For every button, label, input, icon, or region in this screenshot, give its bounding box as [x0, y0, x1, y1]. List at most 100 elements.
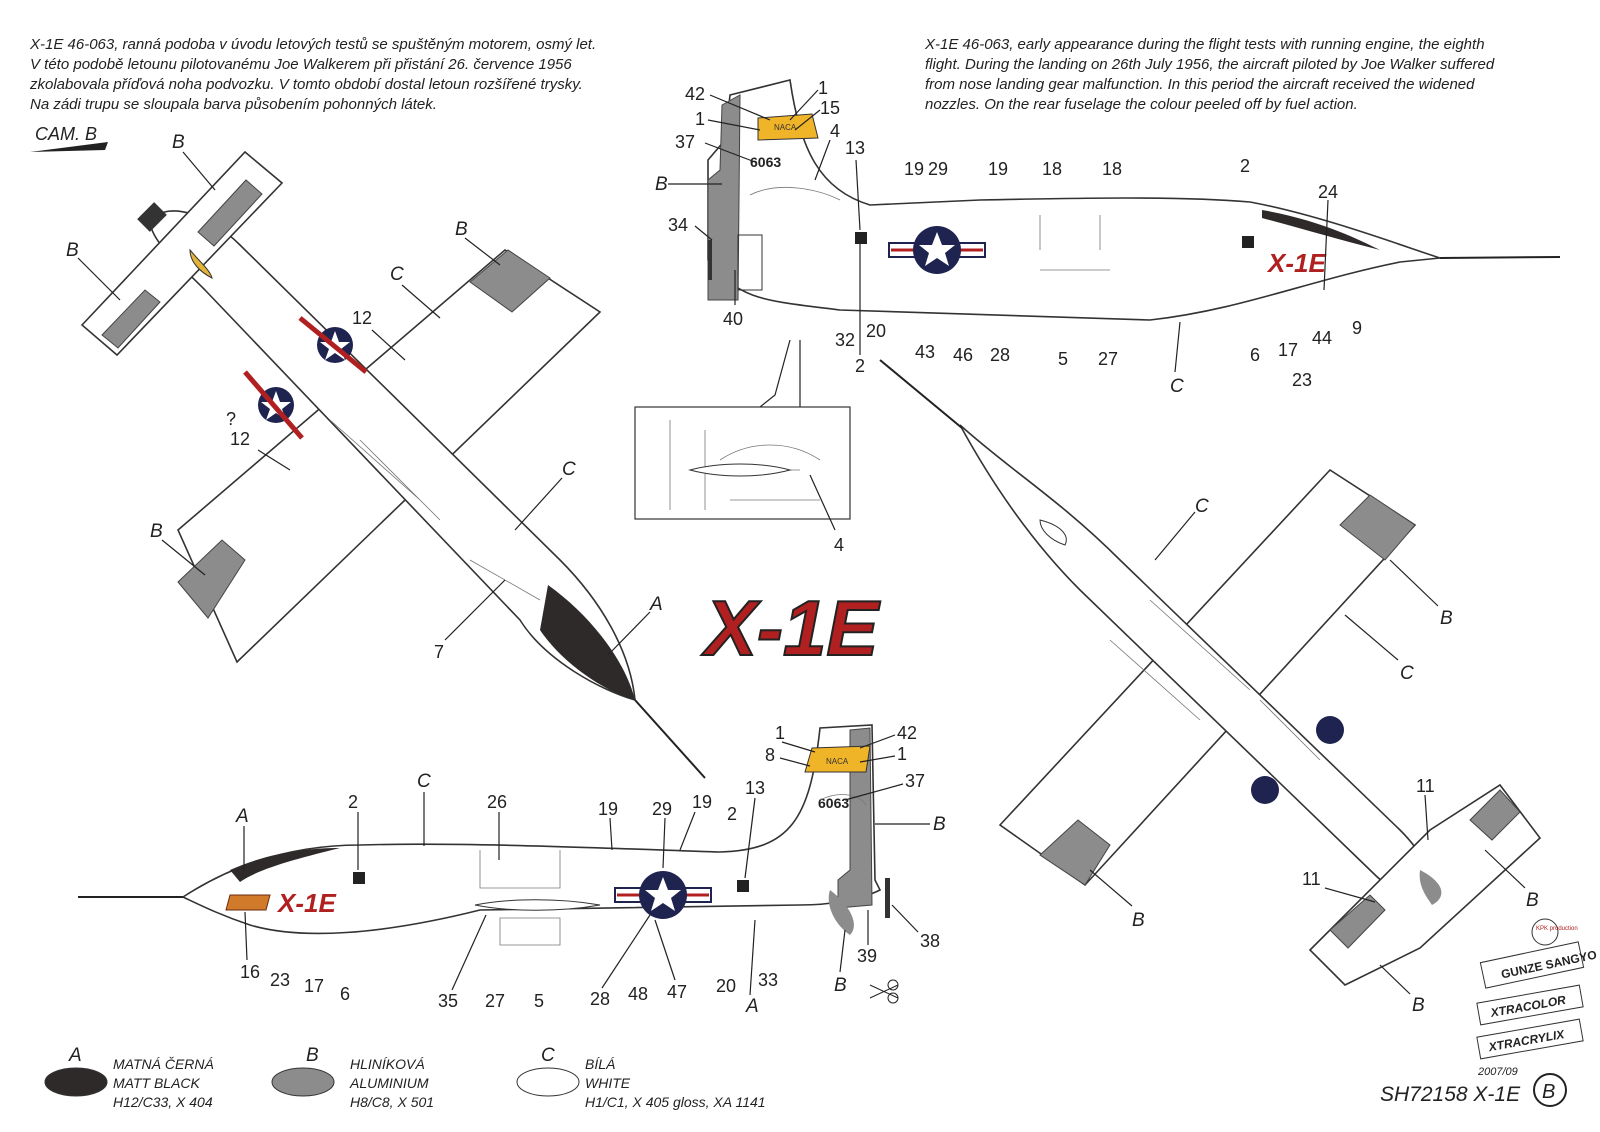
- legend-swatch-white: [516, 1067, 580, 1097]
- leader-line: [704, 142, 756, 163]
- bottom-view-aileron-right: [1339, 494, 1416, 561]
- callout-46: 46: [953, 345, 973, 365]
- legend-paint-codes: H12/C33, X 404: [113, 1094, 213, 1110]
- top-view-nose-black: [540, 585, 635, 700]
- top-view-bar-right: [298, 316, 368, 374]
- callout-27: 27: [485, 991, 505, 1011]
- callout-17: 17: [1278, 340, 1298, 360]
- side-view-right-naca-text: NACA: [826, 757, 849, 766]
- callout-13: 13: [745, 778, 765, 798]
- legend-name-en: WHITE: [585, 1075, 631, 1091]
- colour-letter-b: B: [66, 240, 79, 261]
- legend-paint-codes: H8/C8, X 501: [350, 1094, 435, 1110]
- callout-2: 2: [1240, 156, 1250, 176]
- callout-5: 5: [534, 991, 544, 1011]
- colour-letter-c: C: [1195, 496, 1209, 517]
- leader-line: [464, 237, 501, 266]
- side-view-right-rear-alu: [828, 890, 854, 935]
- side-view-right-panel-lines: [479, 794, 867, 946]
- colour-letter-b: B: [655, 174, 668, 195]
- legend-name-cz: HLINÍKOVÁ: [350, 1056, 425, 1072]
- callout-6: 6: [1250, 345, 1260, 365]
- side-view-right-x1e-marking: X-1E: [276, 888, 336, 918]
- leader-line: [891, 904, 919, 933]
- detail-inset-frame: [634, 406, 851, 520]
- callout-20: 20: [866, 321, 886, 341]
- callout-13: 13: [845, 138, 865, 158]
- leader-line: [514, 477, 563, 531]
- leader-line: [809, 474, 836, 531]
- callout-12: 12: [352, 308, 372, 328]
- legend-paint-codes: H1/C1, X 405 gloss, XA 1141: [585, 1094, 766, 1110]
- side-view-left-tail-number: 6063: [750, 154, 781, 170]
- callout-2: 2: [348, 792, 358, 812]
- callout-32: 32: [835, 330, 855, 350]
- legend-item-c: C BÍLÁ WHITE H1/C1, X 405 gloss, XA 1141: [541, 1046, 766, 1112]
- legend-name-en: MATT BLACK: [113, 1075, 200, 1091]
- callout-1: 1: [695, 109, 705, 129]
- side-view-right-nose-black: [230, 848, 340, 882]
- side-view-left-nose-black: [1262, 210, 1380, 250]
- side-view-left-fuselage: [707, 79, 1441, 321]
- legend-name-cz: MATNÁ ČERNÁ: [113, 1056, 214, 1072]
- leader-line: [1154, 511, 1196, 561]
- callout-2: 2: [855, 356, 865, 376]
- scheme-badge-letter: B: [1542, 1081, 1555, 1103]
- leader-line: [1089, 869, 1133, 907]
- callout-33: 33: [758, 970, 778, 990]
- top-view-nozzle: [137, 202, 167, 232]
- leader-line: [707, 119, 761, 131]
- bottom-view-roundel-left: [1251, 776, 1279, 804]
- leader-line: [814, 139, 831, 181]
- description-line: Na zádi trupu se sloupala barva působení…: [30, 96, 437, 113]
- legend-swatch-aluminium: [271, 1067, 335, 1097]
- leader-line: [77, 257, 121, 301]
- colour-letter-a: A: [745, 996, 759, 1017]
- footer-date: 2007/09: [1478, 1066, 1518, 1078]
- callout-19: 19: [598, 799, 618, 819]
- detail-inset: [634, 339, 851, 520]
- callout-48: 48: [628, 984, 648, 1004]
- description-line: nozzles. On the rear fuselage the colour…: [925, 96, 1358, 113]
- callout-1: 1: [818, 78, 828, 98]
- callout-11: 11: [1416, 776, 1435, 796]
- bottom-view-tail-alu: [1419, 870, 1442, 905]
- callout-5: 5: [1058, 349, 1068, 369]
- top-view-elevator-right: [197, 179, 263, 247]
- callout-19: 19: [692, 792, 712, 812]
- top-view-bar-left: [243, 370, 304, 440]
- footer-title: SH72158 X-1E: [1380, 1083, 1521, 1106]
- legend-name-cz: BÍLÁ: [585, 1056, 616, 1072]
- side-view-left: NACA 6063 X-1E: [707, 79, 1561, 321]
- colour-letter-c: C: [417, 771, 431, 792]
- leader-line: [789, 89, 819, 121]
- callout-37: 37: [675, 132, 695, 152]
- colour-letter-c: C: [562, 459, 576, 480]
- leader-line: [451, 914, 487, 991]
- callout-12: 12: [230, 429, 250, 449]
- leader-line: [654, 919, 676, 981]
- side-view-left-naca-text: NACA: [774, 123, 797, 132]
- leader-line: [844, 783, 904, 801]
- leader-line: [781, 741, 816, 753]
- leader-line: [859, 734, 896, 749]
- legend-swatch-matt-black: [44, 1067, 108, 1097]
- camouflage-label-text: CAM. B: [35, 124, 97, 144]
- leader-line: [679, 811, 696, 851]
- brand-logo-gunze: [1479, 941, 1585, 989]
- colour-letter-c: C: [1400, 663, 1414, 684]
- legend-name-en: ALUMINIUM: [350, 1075, 429, 1091]
- detail-inset-pointer: [759, 339, 791, 408]
- legend-item-b: B HLINÍKOVÁ ALUMINIUM H8/C8, X 501: [306, 1046, 435, 1112]
- leader-line: [749, 919, 756, 996]
- callout-43: 43: [915, 342, 935, 362]
- leader-line: [744, 797, 756, 879]
- description-line: from nose landing gear malfunction. In t…: [925, 76, 1475, 93]
- leader-line: [855, 159, 861, 231]
- callout-6: 6: [340, 984, 350, 1004]
- callout-11: 11: [1302, 869, 1321, 889]
- colour-letter-b: B: [933, 814, 946, 835]
- leader-line: [257, 449, 291, 471]
- top-view-fin-badge: [189, 248, 213, 279]
- callout-28: 28: [590, 989, 610, 1009]
